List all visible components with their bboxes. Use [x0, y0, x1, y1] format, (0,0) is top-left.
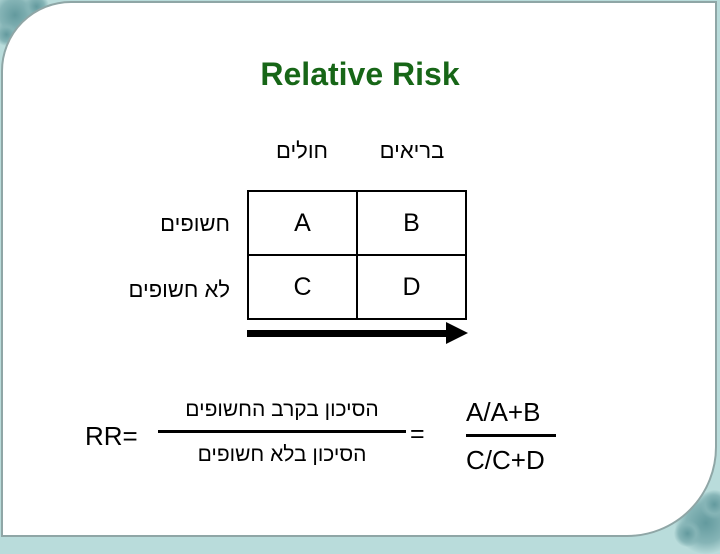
cell-d: D: [356, 254, 467, 320]
hebrew-fraction: הסיכון בקרב החשופים הסיכון בלא חשופים: [158, 397, 406, 468]
rr-label: RR=: [85, 421, 138, 451]
fraction-numerator: הסיכון בקרב החשופים: [185, 398, 379, 421]
fraction-denominator: הסיכון בלא חשופים: [197, 443, 367, 466]
bubble-decoration: [674, 520, 701, 547]
fraction-denominator: C/C+D: [466, 445, 545, 475]
fraction-bar: [158, 430, 406, 433]
bubble-decoration: [700, 490, 720, 519]
slide-title: Relative Risk: [260, 56, 460, 92]
row-header-exposed: חשופים: [160, 211, 230, 236]
fourfold-table: A B C D: [247, 190, 467, 320]
table-row: A B: [247, 190, 467, 256]
row-header-not-exposed: לא חשופים: [128, 277, 230, 302]
cell-b: B: [356, 190, 467, 256]
arrow-right-icon: [247, 330, 448, 337]
cell-c: C: [247, 254, 358, 320]
fraction-bar: [466, 434, 556, 437]
letters-fraction: A/A+B C/C+D: [466, 397, 558, 475]
cell-a: A: [247, 190, 358, 256]
table-row: C D: [247, 254, 467, 320]
arrow-right-icon: [446, 322, 468, 344]
fraction-numerator: A/A+B: [466, 397, 541, 427]
equals-sign: =: [410, 420, 425, 448]
column-header-healthy: בריאים: [379, 138, 445, 163]
column-header-sick: חולים: [275, 138, 329, 163]
